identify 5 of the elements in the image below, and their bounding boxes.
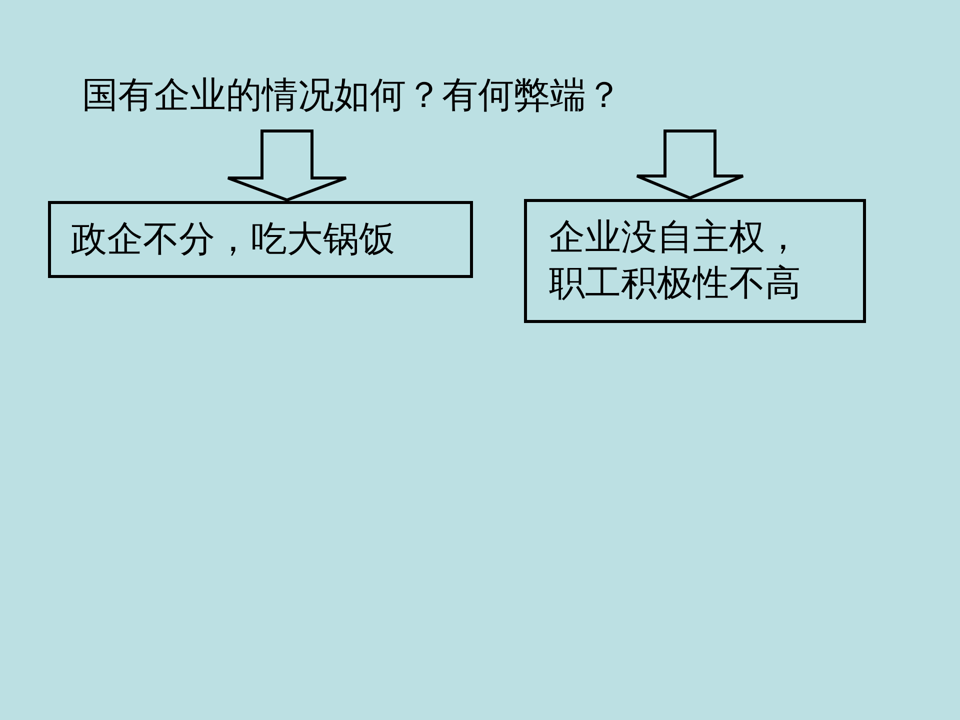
text-box: 政企不分，吃大锅饭: [48, 201, 473, 278]
block-arrow: [226, 130, 348, 202]
block-arrow: [636, 130, 744, 200]
text-box: 企业没自主权，职工积极性不高: [524, 199, 866, 323]
question-text: 国有企业的情况如何？有何弊端？: [82, 72, 742, 130]
